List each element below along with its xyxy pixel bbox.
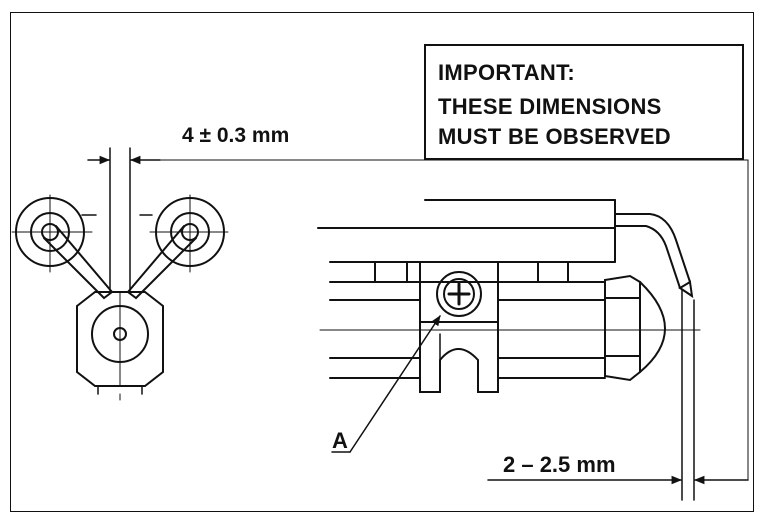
notice-heading: IMPORTANT: [438,60,576,85]
important-notice-box: IMPORTANT: THESE DIMENSIONS MUST BE OBSE… [424,44,744,160]
electrode-end-view [11,147,749,401]
part-a-callout: A [332,428,348,453]
drawing-frame [10,12,754,512]
notice-line-2: THESE DIMENSIONS [438,94,662,119]
notice-line-3: MUST BE OBSERVED [438,124,671,149]
tip-distance-dimension: 2 – 2.5 mm [503,452,616,477]
electrode-side-view [317,159,749,501]
electrode-gap-dimension: 4 ± 0.3 mm [182,124,290,147]
